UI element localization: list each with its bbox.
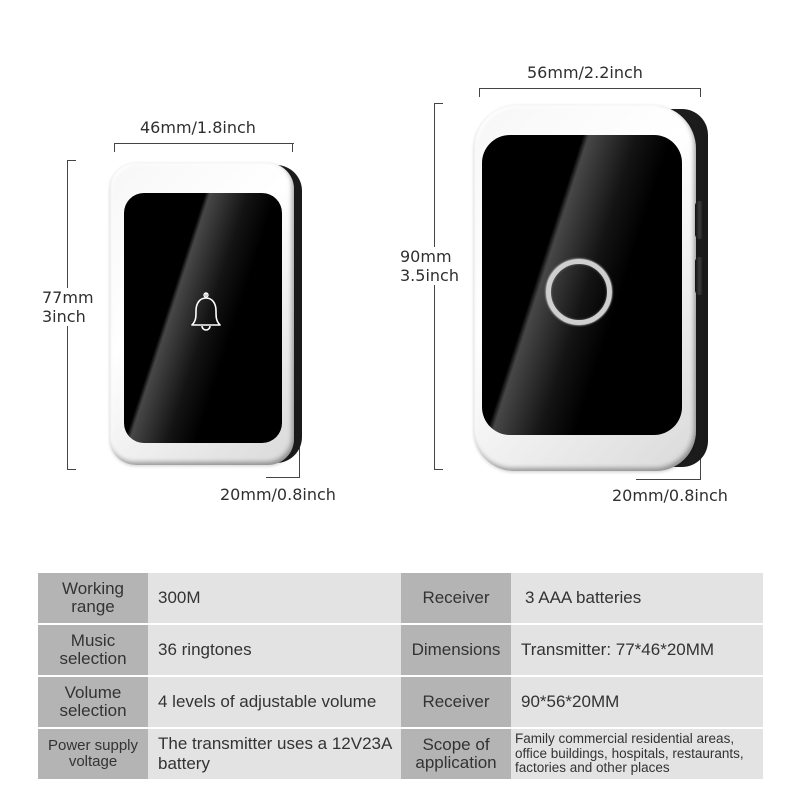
tick xyxy=(67,160,76,161)
music-button[interactable] xyxy=(695,257,704,295)
receiver-depth-line xyxy=(700,443,701,480)
transmitter-depth-line xyxy=(299,440,300,478)
height-inch: 3.5inch xyxy=(400,266,459,286)
header-receiver-power: Receiver xyxy=(401,573,511,623)
tick xyxy=(114,143,115,152)
header-music-selection: Music selection xyxy=(38,625,148,675)
header-receiver-dimensions: Receiver xyxy=(401,677,511,727)
value-volume-selection: 4 levels of adjustable volume xyxy=(148,677,401,727)
receiver-height-label: 90mm 3.5inch xyxy=(400,247,459,286)
header-scope: Scope of application xyxy=(401,729,511,779)
tick xyxy=(67,469,76,470)
value-receiver-dimensions: 90*56*20MM xyxy=(511,677,763,727)
tick xyxy=(266,477,300,478)
value-receiver-power: 3 AAA batteries xyxy=(511,573,763,623)
table-row: Volume selection 4 levels of adjustable … xyxy=(38,677,763,727)
height-mm: 77mm xyxy=(42,288,94,307)
header-power-supply: Power supply voltage xyxy=(38,729,148,779)
spec-table: Working range 300M Receiver 3 AAA batter… xyxy=(38,573,763,781)
volume-button[interactable] xyxy=(695,201,704,239)
transmitter-width-label: 46mm/1.8inch xyxy=(140,118,256,137)
table-row: Working range 300M Receiver 3 AAA batter… xyxy=(38,573,763,623)
transmitter-face xyxy=(124,193,282,443)
table-row: Music selection 36 ringtones Dimensions … xyxy=(38,625,763,675)
receiver-face xyxy=(482,135,682,435)
receiver-device xyxy=(474,105,710,471)
value-scope: Family commercial residential areas, off… xyxy=(511,729,763,779)
tick xyxy=(479,88,480,97)
tick xyxy=(434,469,443,470)
height-mm: 90mm xyxy=(400,247,452,266)
receiver-width-line xyxy=(479,88,701,89)
height-inch: 3inch xyxy=(42,307,86,327)
ring-button-icon[interactable] xyxy=(546,259,612,325)
transmitter-height-label: 77mm 3inch xyxy=(42,288,94,327)
value-power-supply: The transmitter uses a 12V23A battery xyxy=(148,729,401,779)
tick xyxy=(700,88,701,97)
value-dimensions: Transmitter: 77*46*20MM xyxy=(511,625,763,675)
value-music-selection: 36 ringtones xyxy=(148,625,401,675)
receiver-width-label: 56mm/2.2inch xyxy=(527,63,643,82)
gloss xyxy=(124,193,282,443)
receiver-height-line xyxy=(434,103,435,469)
tick xyxy=(434,103,443,104)
bell-icon xyxy=(191,292,221,331)
header-working-range: Working range xyxy=(38,573,148,623)
transmitter-device xyxy=(110,163,302,465)
tick xyxy=(636,479,701,480)
receiver-depth-label: 20mm/0.8inch xyxy=(612,486,728,505)
header-dimensions: Dimensions xyxy=(401,625,511,675)
value-working-range: 300M xyxy=(148,573,401,623)
header-volume-selection: Volume selection xyxy=(38,677,148,727)
table-row: Power supply voltage The transmitter use… xyxy=(38,729,763,779)
transmitter-width-line xyxy=(114,143,294,144)
transmitter-depth-label: 20mm/0.8inch xyxy=(220,485,336,504)
tick xyxy=(292,143,293,152)
